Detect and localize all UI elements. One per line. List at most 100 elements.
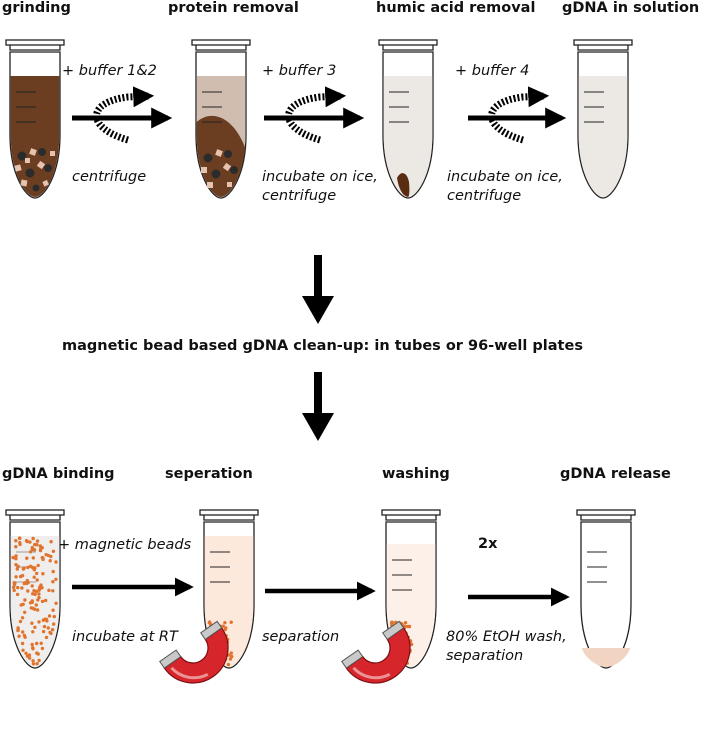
step-title-seperation: seperation [165,466,253,482]
bead-dot [44,635,49,640]
tube-grinding [5,39,65,199]
cleanup-heading: magnetic bead based gDNA clean-up: in tu… [62,338,583,354]
bead-dot [54,577,58,581]
bead-dot [403,621,408,625]
bead-dot [43,617,47,621]
bead-dot [31,630,35,634]
step-title-gdna-binding: gDNA binding [2,466,115,482]
bead-dot [15,592,20,597]
bead-dot [37,620,41,624]
bead-dot [226,662,231,667]
tube-gdna-binding [5,509,65,669]
bead-dot [17,634,21,638]
bead-dot [32,568,36,572]
bead-dot [25,539,29,544]
bead-dot [14,545,18,549]
reagent-buffer-3: + buffer 3 [262,63,337,79]
bead-dot [407,624,412,629]
bead-dot [49,540,53,544]
action-incubate-ice-1: incubate on ice, [262,169,378,185]
bead-dot [224,626,228,630]
step-title-grinding: grinding [2,0,71,16]
bead-dot [223,621,227,625]
bead-dot [14,557,18,561]
bead-dot [14,575,18,579]
bead-dot [16,585,20,590]
bead-dot [26,589,30,593]
bead-dot [28,601,33,605]
step-title-humic-acid-removal: humic acid removal [376,0,536,16]
bead-dot [36,563,40,568]
bead-dot [21,648,25,652]
reagent-buffer-4: + buffer 4 [455,63,530,79]
bead-dot [30,584,34,588]
bead-dot [12,581,16,585]
bead-dot [26,565,30,570]
bead-dot [35,539,40,543]
bead-dot [18,536,22,541]
bead-dot [33,625,37,629]
bead-dot [25,556,29,560]
bead-dot [35,641,39,646]
bead-dot [31,606,35,610]
magnetic-beads-dispersed [11,536,58,666]
bead-dot [40,599,45,604]
bead-dot [16,626,20,630]
action-separation: separation [262,629,340,645]
bead-dot [34,589,38,594]
bead-dot [54,560,58,564]
bead-dot [409,642,414,647]
down-arrow-2 [302,372,334,441]
bead-dot [41,629,46,634]
bead-dot [54,601,58,605]
bead-dot [14,554,18,558]
bead-dot [28,564,33,568]
bead-dot [37,592,41,596]
bead-dot [31,646,35,650]
bead-dot [50,628,55,632]
bead-dot [23,610,27,614]
bead-dot [33,592,37,597]
bead-dot [44,598,48,603]
repeat-count: 2x [478,536,498,552]
bead-dot [31,556,35,560]
bead-dot [37,658,41,663]
bead-dot [47,614,52,618]
eluate [581,648,631,667]
step-title-protein-removal: protein removal [168,0,299,16]
bead-dot [37,595,41,600]
bead-dot [31,659,35,663]
bead-dot [32,548,37,552]
step-title-washing: washing [382,466,450,482]
bead-dot [38,544,42,548]
bead-dot [23,581,27,585]
bead-dot [20,586,24,590]
action-centrifuge: centrifuge [72,169,147,185]
bead-dot [208,620,212,624]
down-arrow-1 [302,255,334,324]
action-etoh-wash: 80% EtOH wash, [446,629,567,645]
bead-dot [39,583,43,587]
bead-dot [23,598,27,602]
protein-pellet [196,115,246,197]
tube-humic-acid-removal [378,39,438,199]
bead-dot [229,651,233,655]
bead-dot [21,630,25,634]
bead-dot [38,548,43,553]
bead-dot [11,585,16,590]
pellet-particles [201,149,238,188]
bead-dot [14,539,18,543]
step-title-gdna-in-solution: gDNA in solution [562,0,700,16]
bead-dot [31,536,35,541]
reagent-magnetic-beads: + magnetic beads [58,537,192,553]
action-separation-2: separation [446,648,524,664]
bead-dot [35,662,39,666]
bead-dot [228,657,233,661]
bead-dot [27,653,32,657]
bead-dot [46,626,50,630]
bead-dot [18,619,23,624]
bead-dot [49,631,53,636]
top-arrow-3 [468,86,567,144]
bead-dot [35,608,40,612]
